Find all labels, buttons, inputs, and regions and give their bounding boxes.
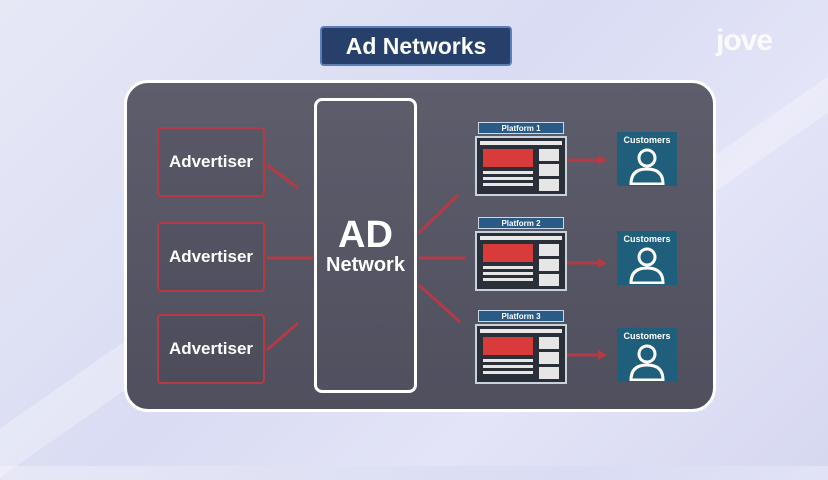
ad-network-box: AD Network bbox=[314, 98, 417, 393]
page-title: Ad Networks bbox=[320, 26, 512, 66]
advertiser-box-2: Advertiser bbox=[157, 222, 265, 292]
platform-label: Platform 1 bbox=[478, 122, 564, 134]
customers-label: Customers bbox=[623, 135, 671, 145]
platform-3: Platform 3 bbox=[475, 310, 567, 384]
network-subtitle: Network bbox=[326, 253, 405, 276]
advertiser-box-1: Advertiser bbox=[157, 127, 265, 197]
customers-box-3: Customers bbox=[617, 328, 677, 382]
platform-label: Platform 3 bbox=[478, 310, 564, 322]
customers-label: Customers bbox=[623, 234, 671, 244]
platform-1: Platform 1 bbox=[475, 122, 567, 196]
browser-window-icon bbox=[475, 231, 567, 291]
advertiser-box-3: Advertiser bbox=[157, 314, 265, 384]
user-icon bbox=[629, 247, 665, 284]
user-icon bbox=[629, 148, 665, 185]
platform-label: Platform 2 bbox=[478, 217, 564, 229]
customers-box-2: Customers bbox=[617, 231, 677, 285]
network-title: AD bbox=[338, 213, 393, 256]
platform-2: Platform 2 bbox=[475, 217, 567, 291]
browser-window-icon bbox=[475, 136, 567, 196]
customers-box-1: Customers bbox=[617, 132, 677, 186]
browser-window-icon bbox=[475, 324, 567, 384]
customers-label: Customers bbox=[623, 331, 671, 341]
user-icon bbox=[629, 344, 665, 381]
jove-logo: jove bbox=[716, 24, 773, 57]
